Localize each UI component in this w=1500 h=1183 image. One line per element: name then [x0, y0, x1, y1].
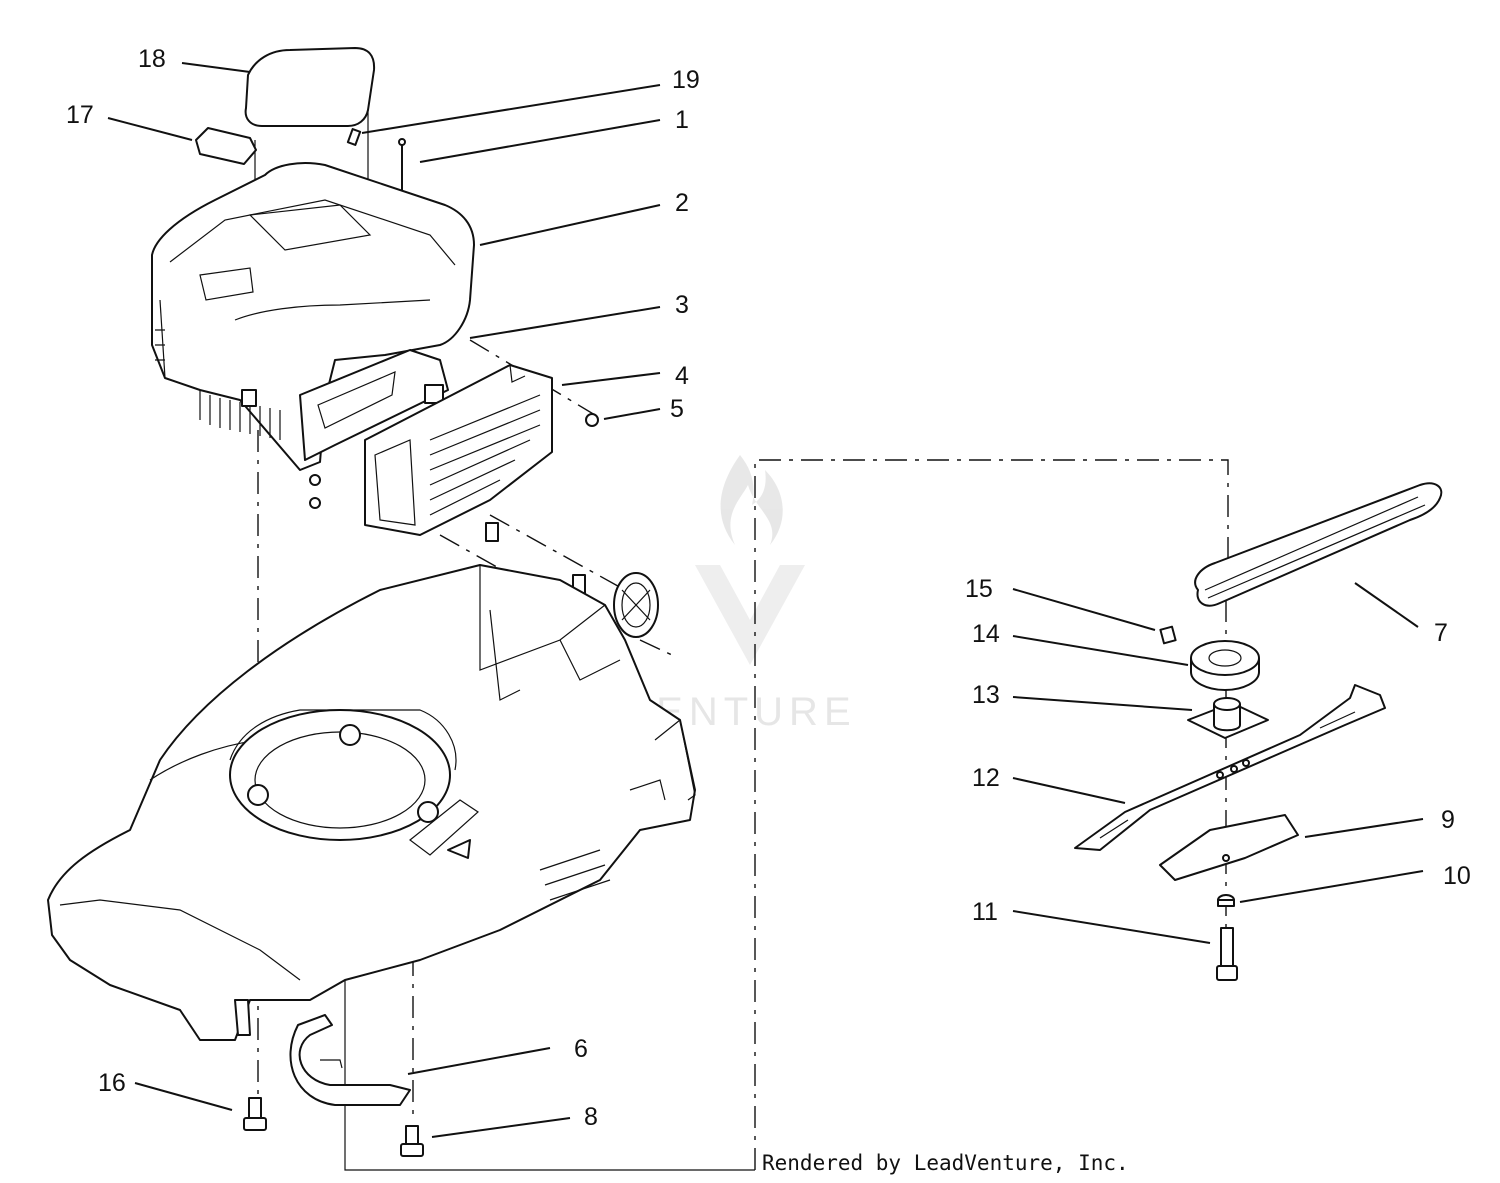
bolt-16 — [243, 1097, 267, 1131]
blade-adapter — [1187, 697, 1269, 739]
callout-5: 5 — [670, 395, 684, 423]
blade-pulley — [1190, 640, 1260, 691]
flame-v-logo-icon — [695, 455, 805, 665]
callout-1: 1 — [675, 106, 689, 134]
washer — [1217, 894, 1235, 907]
callout-16: 16 — [98, 1069, 126, 1097]
callout-18: 18 — [138, 45, 166, 73]
blade-bolt — [1216, 927, 1238, 981]
leader-lines — [107, 62, 1424, 1138]
credit-text: Rendered by LeadVenture, Inc. — [762, 1151, 1129, 1175]
callout-14: 14 — [972, 620, 1000, 648]
callout-15: 15 — [965, 575, 993, 603]
callout-7: 7 — [1434, 619, 1448, 647]
engine-assembly — [151, 162, 475, 471]
callout-numbers: 18 17 19 1 2 3 4 5 15 14 13 7 12 9 10 11… — [66, 45, 1471, 1131]
callout-2: 2 — [675, 189, 689, 217]
callout-6: 6 — [574, 1035, 588, 1063]
screw-19 — [346, 128, 362, 146]
deck-wheel — [613, 572, 659, 638]
callout-4: 4 — [675, 362, 689, 390]
callout-19: 19 — [672, 66, 700, 94]
decal-plate — [244, 47, 376, 127]
bolt-8 — [400, 1125, 424, 1157]
callout-12: 12 — [972, 764, 1000, 792]
callout-13: 13 — [972, 681, 1000, 709]
blade-stiffener — [1159, 814, 1299, 881]
callout-11: 11 — [972, 898, 998, 926]
callout-17: 17 — [66, 101, 94, 129]
callout-10: 10 — [1443, 862, 1471, 890]
callout-9: 9 — [1441, 806, 1455, 834]
bracket-6 — [289, 1014, 411, 1106]
guard-bracket — [364, 364, 553, 536]
screw-5 — [585, 413, 599, 427]
toro-decal: TORO — [195, 127, 257, 165]
set-screw — [1159, 625, 1177, 645]
mower-blade — [1074, 684, 1386, 851]
callout-3: 3 — [675, 291, 689, 319]
callout-8: 8 — [584, 1103, 598, 1131]
mower-deck — [47, 564, 696, 1041]
drive-belt — [1194, 482, 1443, 607]
